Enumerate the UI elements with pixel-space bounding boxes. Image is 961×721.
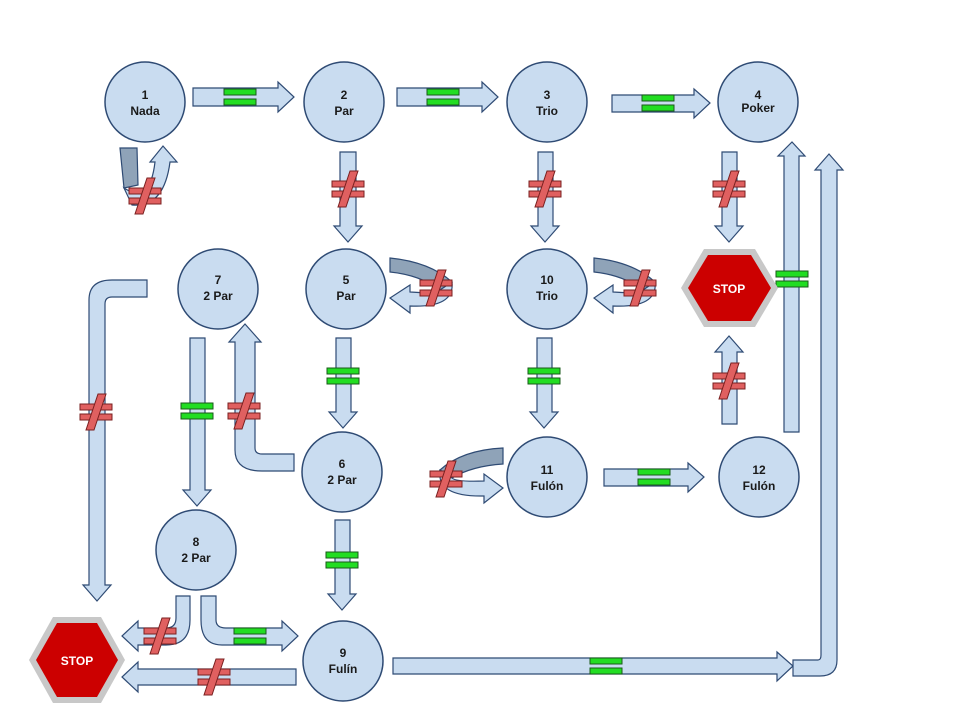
node-8-label: 2 Par: [181, 551, 211, 565]
not-equal-sign-3-10: [528, 170, 562, 208]
node-12-label: Fulón: [743, 479, 776, 493]
arrow-2-3: [396, 80, 499, 114]
node-7-label: 2 Par: [203, 289, 233, 303]
node-2-number: 2: [341, 88, 348, 102]
node-4-number: 4: [755, 88, 762, 102]
node-3-label: Trio: [536, 104, 558, 118]
node-5-label: Par: [336, 289, 356, 303]
stop-label-left: STOP: [61, 654, 93, 668]
node-2-label: Par: [334, 104, 354, 118]
stop-label-right: STOP: [713, 282, 745, 296]
node-4: [717, 61, 799, 143]
arrow-6-7: [227, 323, 295, 472]
node-9-number: 9: [340, 646, 347, 660]
node-6: [301, 431, 383, 513]
node-12-number: 12: [752, 463, 766, 477]
node-4-label: Poker: [741, 101, 775, 115]
node-11: [506, 436, 588, 518]
node-12: [718, 436, 800, 518]
arrow-8-stop: [121, 595, 191, 653]
not-equal-sign-7-stop: [79, 393, 113, 431]
node-11-number: 11: [541, 463, 554, 477]
node-3: [506, 61, 588, 143]
node-1-number: 1: [142, 88, 149, 102]
node-5: [305, 248, 387, 330]
arrow-1-2: [192, 80, 295, 114]
node-1-label: Nada: [130, 104, 160, 118]
node-10-number: 10: [540, 273, 554, 287]
arrow-3-4: [611, 87, 711, 120]
node-10-label: Trio: [536, 289, 558, 303]
node-7-number: 7: [215, 273, 222, 287]
arrow-8-9: [200, 595, 299, 653]
arrow-11-12: [603, 461, 705, 494]
node-10: [506, 248, 588, 330]
node-1: [104, 61, 186, 143]
not-equal-sign-4-stop: [712, 170, 746, 208]
node-7: [177, 248, 259, 330]
arrow-7-8: [181, 337, 213, 507]
arrow-7-stop: [81, 279, 148, 602]
node-9: [302, 620, 384, 702]
stop-sign-right: STOP: [681, 249, 778, 327]
node-5-number: 5: [343, 273, 350, 287]
node-6-number: 6: [339, 457, 346, 471]
stop-sign-left: STOP: [29, 617, 125, 703]
node-3-number: 3: [544, 88, 551, 102]
arrow-9-stop: [121, 660, 297, 694]
node-6-label: 2 Par: [327, 473, 357, 487]
node-8: [155, 509, 237, 591]
arrow-9-4-return: [792, 153, 845, 677]
not-equal-sign-12-stop: [712, 362, 746, 400]
loop-1-tail: [119, 147, 139, 189]
node-9-label: Fulín: [329, 662, 358, 676]
node-11-label: Fulón: [531, 479, 564, 493]
arrow-9-4: [392, 650, 794, 683]
node-8-number: 8: [193, 535, 200, 549]
not-equal-sign-2-5: [331, 170, 365, 208]
node-2: [303, 61, 385, 143]
